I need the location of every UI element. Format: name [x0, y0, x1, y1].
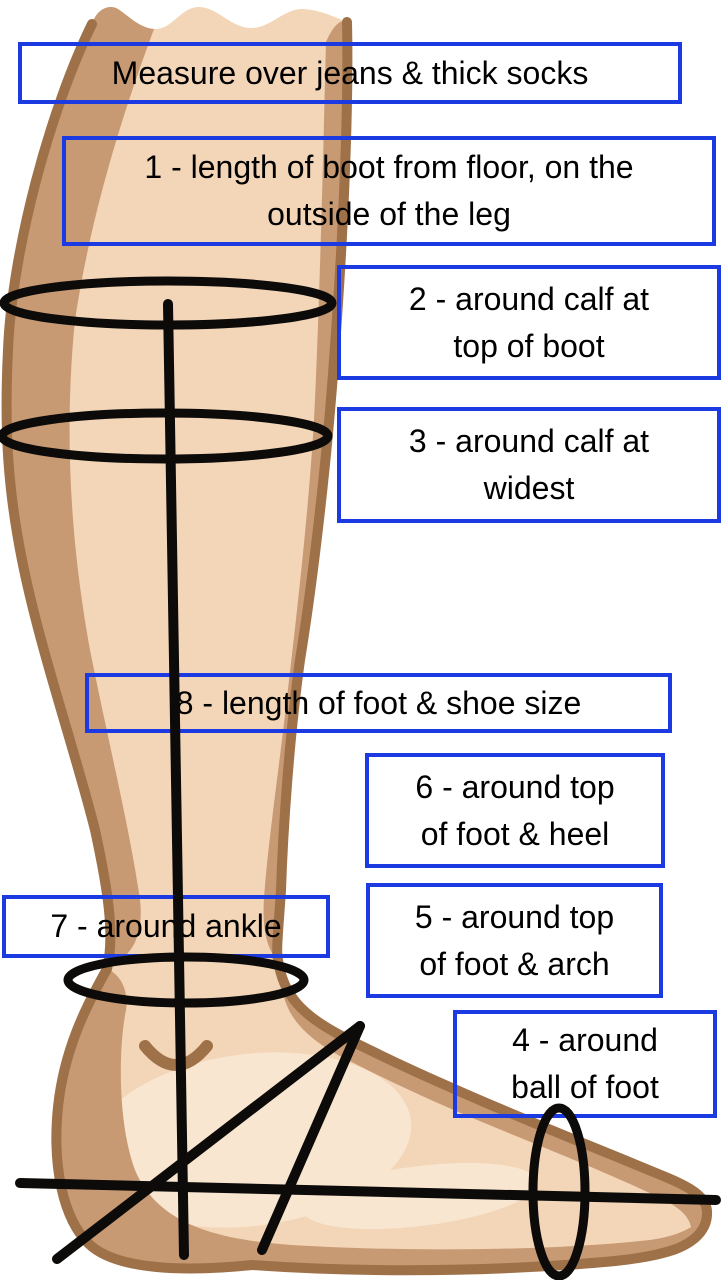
left-shadow	[7, 6, 154, 967]
label-2-calf-top: 2 - around calf at top of boot	[337, 265, 721, 380]
right-shadow	[263, 21, 348, 961]
label-1-boot-length: 1 - length of boot from floor, on the ou…	[62, 136, 716, 246]
label-8-foot-length: 8 - length of foot & shoe size	[85, 673, 672, 733]
instep-shadow	[278, 960, 708, 1241]
label-5-foot-arch: 5 - around top of foot & arch	[366, 883, 663, 998]
label-3-calf-widest: 3 - around calf at widest	[337, 407, 721, 523]
label-measure-note: Measure over jeans & thick socks	[18, 42, 682, 104]
label-6-foot-heel: 6 - around top of foot & heel	[365, 753, 665, 868]
label-4-ball-of-foot: 4 - around ball of foot	[453, 1010, 717, 1118]
leg-outline	[1, 17, 713, 1276]
label-7-ankle: 7 - around ankle	[2, 895, 330, 958]
